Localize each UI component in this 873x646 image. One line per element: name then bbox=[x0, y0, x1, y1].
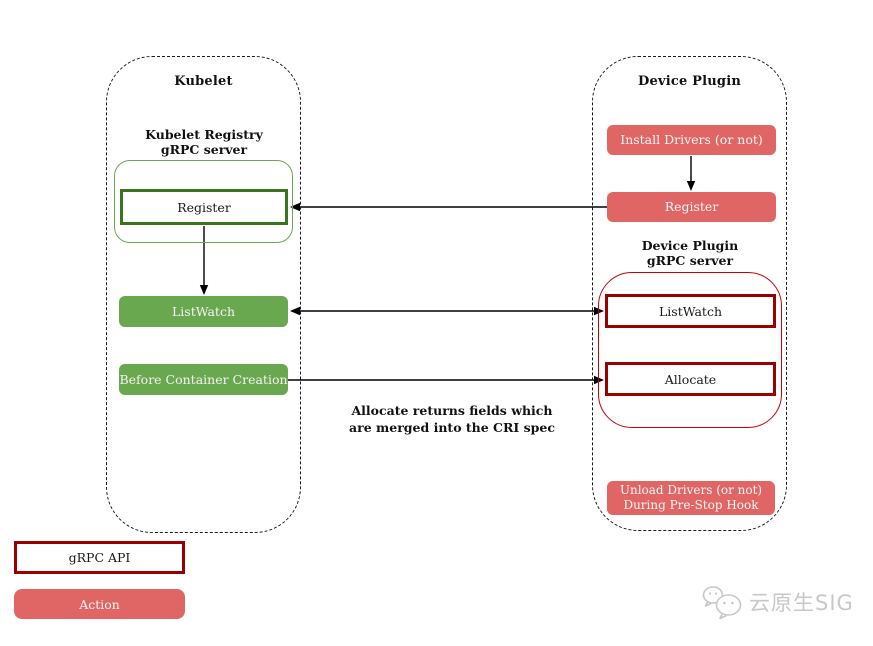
device-plugin-unload-drivers-action: Unload Drivers (or not) During Pre-Stop … bbox=[607, 481, 775, 515]
kubelet-container bbox=[106, 56, 301, 533]
allocate-cri-annotation: Allocate returns fields which are merged… bbox=[349, 403, 555, 435]
device-plugin-container bbox=[592, 56, 787, 531]
kubelet-registry-grpc-server-label: Kubelet Registry gRPC server bbox=[145, 127, 263, 157]
device-plugin-listwatch-api-box: ListWatch bbox=[605, 294, 776, 328]
kubelet-before-container-creation-action: Before Container Creation bbox=[119, 364, 288, 395]
legend-grpc-api: gRPC API bbox=[14, 541, 185, 574]
watermark-text: 云原生SIG bbox=[749, 591, 854, 615]
kubelet-registry-grpc-server-group bbox=[114, 160, 293, 243]
device-plugin-grpc-server-group bbox=[598, 272, 782, 428]
device-plugin-register-action: Register bbox=[607, 192, 776, 222]
device-plugin-allocate-api-box: Allocate bbox=[605, 362, 776, 396]
device-plugin-title: Device Plugin bbox=[638, 74, 741, 89]
legend-action: Action bbox=[14, 589, 185, 619]
device-plugin-install-drivers-action: Install Drivers (or not) bbox=[607, 125, 776, 155]
kubelet-register-api-box: Register bbox=[120, 189, 288, 225]
device-plugin-grpc-server-label: Device Plugin gRPC server bbox=[641, 238, 739, 268]
kubelet-title: Kubelet bbox=[174, 74, 233, 89]
watermark: 云原生SIG bbox=[700, 583, 854, 621]
kubelet-listwatch-action: ListWatch bbox=[119, 296, 288, 327]
wechat-bubbles-icon bbox=[700, 583, 744, 621]
